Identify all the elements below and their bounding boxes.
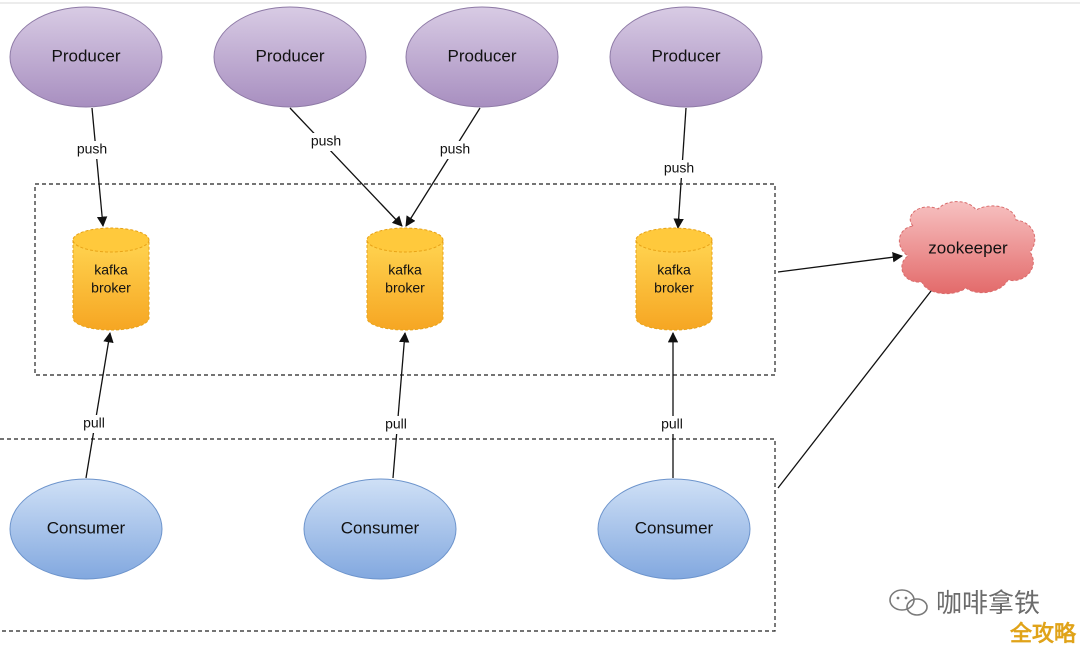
svg-text:push: push [77, 141, 107, 157]
pull-edge [85, 331, 114, 479]
producer-node[interactable]: Producer [213, 6, 367, 108]
producer-node[interactable]: Producer [405, 6, 559, 108]
pull-label: pull [78, 415, 110, 433]
svg-text:Consumer: Consumer [341, 518, 420, 537]
watermark-text: 咖啡拿铁 [936, 589, 1040, 619]
svg-text:kafka: kafka [657, 262, 691, 278]
push-edge [289, 107, 403, 227]
svg-text:broker: broker [654, 280, 694, 296]
consumer-group-box [0, 438, 776, 632]
push-edge [405, 107, 481, 227]
svg-text:pull: pull [385, 416, 407, 432]
watermark-corner-text: 全攻略 [1009, 621, 1077, 647]
svg-text:kafka: kafka [94, 262, 128, 278]
push-label: push [72, 141, 112, 159]
pull-label: pull [656, 416, 688, 434]
pull-edge [392, 331, 410, 479]
producer-node[interactable]: Producer [9, 6, 163, 108]
consumer-node[interactable]: Consumer [9, 478, 163, 580]
producer-node[interactable]: Producer [609, 6, 763, 108]
kafka-broker-node[interactable]: kafka broker [366, 227, 444, 331]
push-edge [91, 107, 108, 228]
consumer-node[interactable]: Consumer [597, 478, 751, 580]
zookeeper-node[interactable]: zookeeper [898, 201, 1036, 295]
svg-text:kafka: kafka [388, 262, 422, 278]
cluster-to-zookeeper-edge [777, 252, 904, 273]
svg-text:Producer: Producer [448, 46, 517, 65]
svg-text:zookeeper: zookeeper [928, 238, 1008, 257]
svg-text:push: push [664, 160, 694, 176]
watermark: 咖啡拿铁 全攻略 [889, 589, 1077, 647]
svg-text:broker: broker [91, 280, 131, 296]
wechat-icon [889, 589, 928, 616]
svg-text:push: push [311, 133, 341, 149]
push-label: push [659, 160, 699, 178]
svg-text:Producer: Producer [652, 46, 721, 65]
broker-cluster-box [34, 183, 776, 376]
svg-text:Producer: Producer [256, 46, 325, 65]
push-label: push [306, 133, 346, 151]
push-label: push [435, 141, 475, 159]
svg-text:pull: pull [83, 415, 105, 431]
svg-text:broker: broker [385, 280, 425, 296]
svg-text:push: push [440, 141, 470, 157]
kafka-broker-node[interactable]: kafka broker [72, 227, 150, 331]
kafka-broker-node[interactable]: kafka broker [635, 227, 713, 331]
svg-text:pull: pull [661, 416, 683, 432]
consumer-node[interactable]: Consumer [303, 478, 457, 580]
svg-text:Producer: Producer [52, 46, 121, 65]
svg-text:Consumer: Consumer [635, 518, 714, 537]
svg-text:Consumer: Consumer [47, 518, 126, 537]
consumers-to-zookeeper-edge [777, 281, 939, 489]
pull-label: pull [380, 416, 412, 434]
pull-edges [85, 331, 679, 479]
push-edges [91, 107, 687, 230]
